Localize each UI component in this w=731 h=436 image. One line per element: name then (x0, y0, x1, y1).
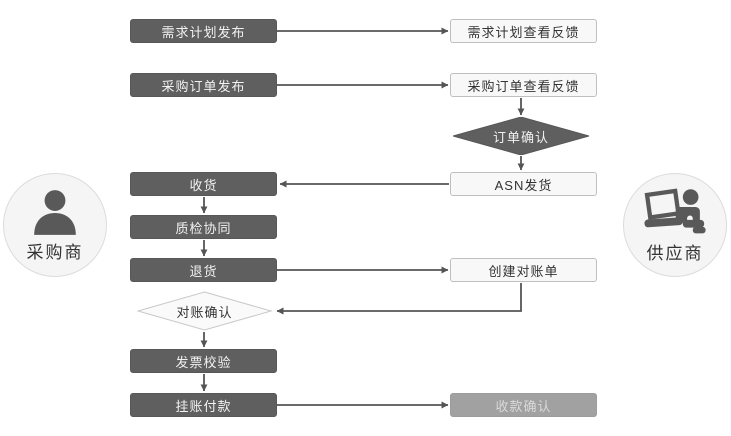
person-laptop-icon (643, 187, 707, 237)
node-label: 采购订单发布 (161, 78, 246, 94)
node-label: 需求计划查看反馈 (467, 24, 580, 40)
actor-supplier: 供应商 (623, 173, 727, 277)
actor-buyer: 采购商 (3, 173, 107, 277)
node-label: 需求计划发布 (161, 24, 246, 40)
node-asn-shipment: ASN发货 (450, 172, 597, 196)
node-label: 质检协同 (175, 220, 232, 236)
node-label: ASN发货 (494, 177, 553, 193)
node-account-payment: 挂账付款 (130, 393, 277, 417)
node-reconciliation-confirm: 对账确认 (137, 291, 272, 331)
node-demand-plan-publish: 需求计划发布 (130, 19, 277, 43)
node-order-confirm: 订单确认 (453, 117, 589, 155)
node-label: 创建对账单 (488, 263, 559, 279)
node-label: 收货 (189, 177, 218, 193)
actor-supplier-label: 供应商 (646, 243, 704, 263)
person-icon (30, 188, 80, 236)
node-purchase-order-feedback: 采购订单查看反馈 (450, 73, 597, 97)
node-label: 对账确认 (176, 304, 233, 320)
node-label: 发票校验 (175, 354, 232, 370)
node-quality-inspection: 质检协同 (130, 215, 277, 239)
node-label: 采购订单查看反馈 (467, 78, 580, 94)
node-return-goods: 退货 (130, 258, 277, 282)
node-invoice-verification: 发票校验 (130, 349, 277, 373)
node-purchase-order-publish: 采购订单发布 (130, 73, 277, 97)
node-label: 收款确认 (495, 398, 552, 414)
node-demand-plan-feedback: 需求计划查看反馈 (450, 19, 597, 43)
node-receive-goods: 收货 (130, 172, 277, 196)
node-payment-receipt-confirm: 收款确认 (450, 393, 597, 417)
actor-buyer-label: 采购商 (26, 242, 84, 262)
node-create-statement: 创建对账单 (450, 258, 597, 282)
node-label: 订单确认 (492, 129, 549, 145)
node-label: 挂账付款 (175, 398, 232, 414)
node-label: 退货 (189, 263, 218, 279)
